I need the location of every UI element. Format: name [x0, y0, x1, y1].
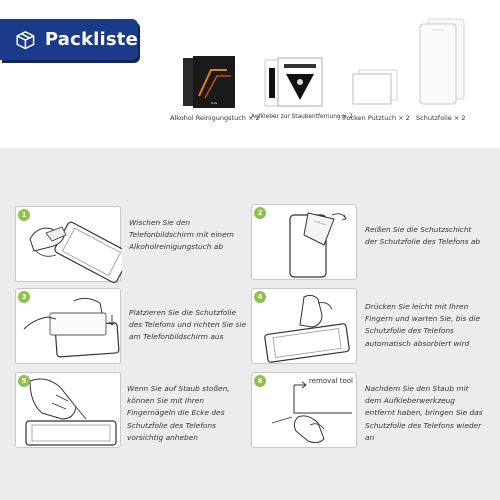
step-6-image: 6 removal tool — [251, 372, 357, 448]
package-list-section: Packliste NaN Alkohol Reinigungstuch × 2… — [0, 0, 500, 148]
step-5-image: 5 — [15, 372, 121, 448]
installation-steps: 1 Wischen Sie den Telefonbildschirm mit … — [0, 148, 500, 500]
item-label-dust-sticker: Aufkleber zur Staubentfernung × 2 — [251, 114, 353, 120]
alcohol-wipe-image: NaN — [181, 56, 245, 110]
step-5-text: Wenn Sie auf Staub stoßen, können Sie mi… — [127, 384, 230, 442]
dry-cloth-image — [351, 68, 399, 108]
item-label-screen-protector: Schutzfolie × 2 — [416, 114, 466, 122]
screen-protector-image — [418, 18, 466, 108]
step-6-text: Nachdem Sie den Staub mit dem Aufkleberw… — [365, 384, 483, 442]
step-3-text: Platzieren Sie die Schutzfolie des Telef… — [129, 308, 247, 342]
step-number: 6 — [254, 375, 266, 387]
step-1-text: Wischen Sie den Telefonbildschirm mit ei… — [129, 218, 234, 252]
step-number: 1 — [18, 209, 30, 221]
item-label-dry-cloth: Trocken Putztuch × 2 — [341, 114, 410, 122]
dust-sticker-image — [264, 56, 324, 110]
step-4-image: 4 — [251, 288, 357, 364]
step-2-text: Reißen Sie die Schutzschicht der Schutzf… — [365, 225, 481, 247]
step-2-image: 2 — [251, 204, 357, 280]
packing-list-badge: Packliste — [0, 19, 138, 60]
step-4-text: Drücken Sie leicht mit Ihren Fingern und… — [365, 302, 481, 348]
step-number: 4 — [254, 291, 266, 303]
step-number: 5 — [18, 375, 30, 387]
removal-tool-label: removal tool — [309, 377, 353, 385]
step-3-image: 3 — [15, 288, 121, 364]
item-label-alcohol-wipe: Alkohol Reinigungstuch × 2 — [170, 114, 260, 122]
wipe-package-text: NaN — [211, 101, 217, 105]
box-icon — [16, 30, 35, 49]
step-number: 2 — [254, 207, 266, 219]
step-number: 3 — [18, 291, 30, 303]
step-1-image: 1 — [15, 206, 122, 283]
page-title: Packliste — [44, 29, 138, 50]
